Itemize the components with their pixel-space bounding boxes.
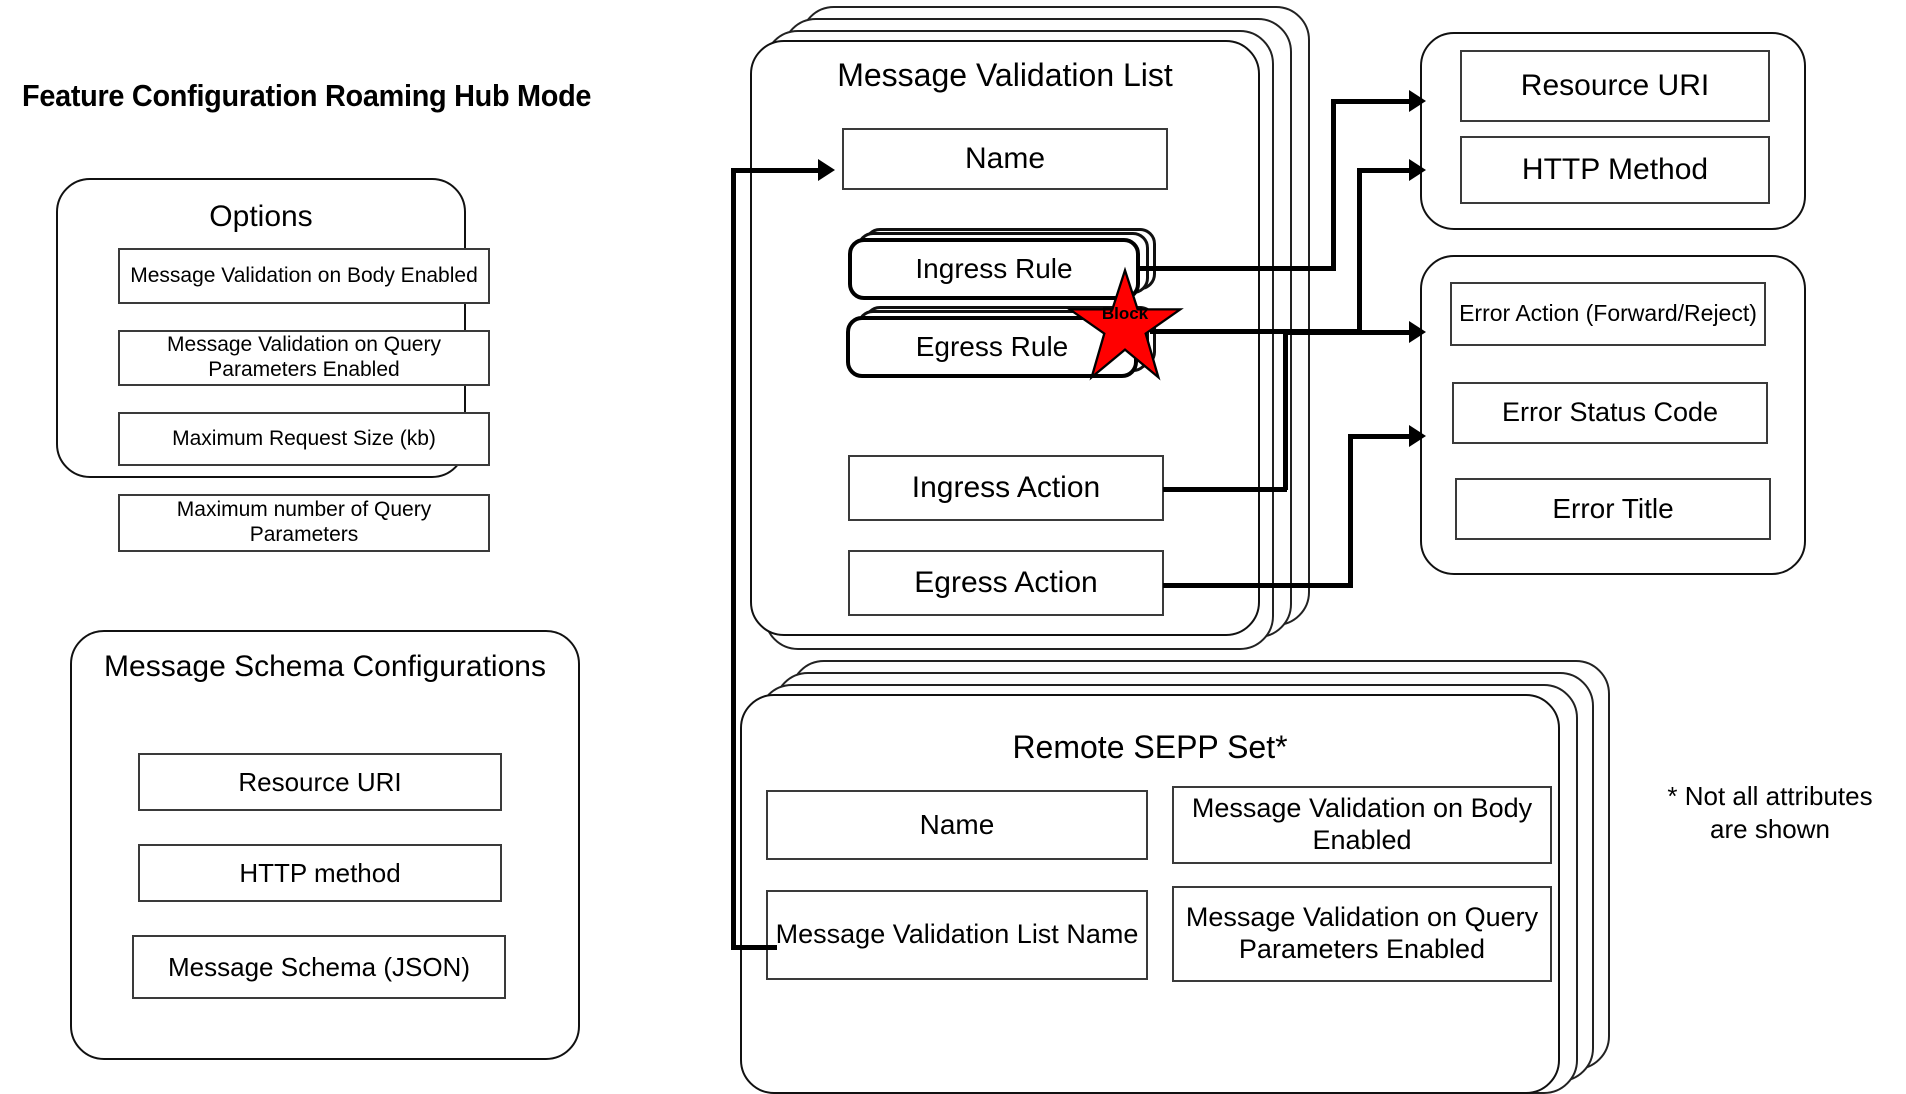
arrow-to-error-title — [1409, 425, 1426, 447]
connector-left-to-name — [731, 168, 821, 173]
mvl-item-name[interactable]: Name — [842, 128, 1168, 190]
arrow-to-http-method — [1409, 159, 1426, 181]
action-target-item-0[interactable]: Error Action (Forward/Reject) — [1450, 282, 1766, 346]
remote-sepp-set-heading: Remote SEPP Set* — [1012, 729, 1288, 765]
arrow-to-resource-uri — [1409, 90, 1426, 112]
arrow-to-error-action — [1409, 321, 1426, 343]
connector-ingress-rule-v — [1331, 99, 1336, 271]
connector-ingress-action-to-error — [1283, 330, 1416, 335]
connector-left-from-sepp — [731, 945, 777, 950]
rule-target-item-1[interactable]: HTTP Method — [1460, 136, 1770, 204]
connector-egress-action-to-error — [1348, 434, 1416, 439]
schema-item-0[interactable]: Resource URI — [138, 753, 502, 811]
options-item-0[interactable]: Message Validation on Body Enabled — [118, 248, 490, 304]
sepp-item-query-validation[interactable]: Message Validation on Query Parameters E… — [1172, 886, 1552, 982]
connector-egress-rule-to-method — [1357, 168, 1416, 173]
page-title: Feature Configuration Roaming Hub Mode — [22, 78, 592, 113]
connector-egress-action-h — [1163, 583, 1353, 588]
rule-target-item-0[interactable]: Resource URI — [1460, 50, 1770, 122]
connector-egress-rule-v — [1357, 168, 1362, 334]
options-panel-heading: Options — [209, 200, 313, 233]
options-item-1[interactable]: Message Validation on Query Parameters E… — [118, 330, 490, 386]
footnote-note: * Not all attributes are shown — [1667, 781, 1873, 844]
action-target-item-2[interactable]: Error Title — [1455, 478, 1771, 540]
mvl-item-egress-action[interactable]: Egress Action — [848, 550, 1164, 616]
connector-ingress-rule-h — [1140, 266, 1336, 271]
message-validation-list-heading: Message Validation List — [837, 57, 1173, 93]
connector-egress-action-v — [1348, 434, 1353, 588]
star-shape — [1066, 266, 1184, 381]
connector-left-vertical — [731, 168, 736, 950]
arrow-to-name — [818, 159, 835, 181]
connector-ingress-rule-to-uri — [1331, 99, 1416, 104]
sepp-item-mvl-name[interactable]: Message Validation List Name — [766, 890, 1148, 980]
mvl-item-ingress-action[interactable]: Ingress Action — [848, 455, 1164, 521]
connector-ingress-action-h — [1163, 487, 1287, 492]
options-item-2[interactable]: Maximum Request Size (kb) — [118, 412, 490, 466]
action-target-item-1[interactable]: Error Status Code — [1452, 382, 1768, 444]
sepp-item-body-validation[interactable]: Message Validation on Body Enabled — [1172, 786, 1552, 864]
options-item-3[interactable]: Maximum number of Query Parameters — [118, 494, 490, 552]
connector-ingress-action-v — [1283, 330, 1288, 490]
schema-item-2[interactable]: Message Schema (JSON) — [132, 935, 506, 999]
message-schema-heading: Message Schema Configurations — [104, 650, 546, 683]
sepp-item-name[interactable]: Name — [766, 790, 1148, 860]
block-star-badge[interactable]: Block — [1045, 266, 1205, 383]
mvl-item-ingress-rule[interactable]: Ingress Rule — [848, 238, 1140, 300]
connector-egress-rule-h — [1150, 329, 1362, 334]
mvl-item-egress-rule[interactable]: Egress Rule — [846, 316, 1138, 378]
schema-item-1[interactable]: HTTP method — [138, 844, 502, 902]
